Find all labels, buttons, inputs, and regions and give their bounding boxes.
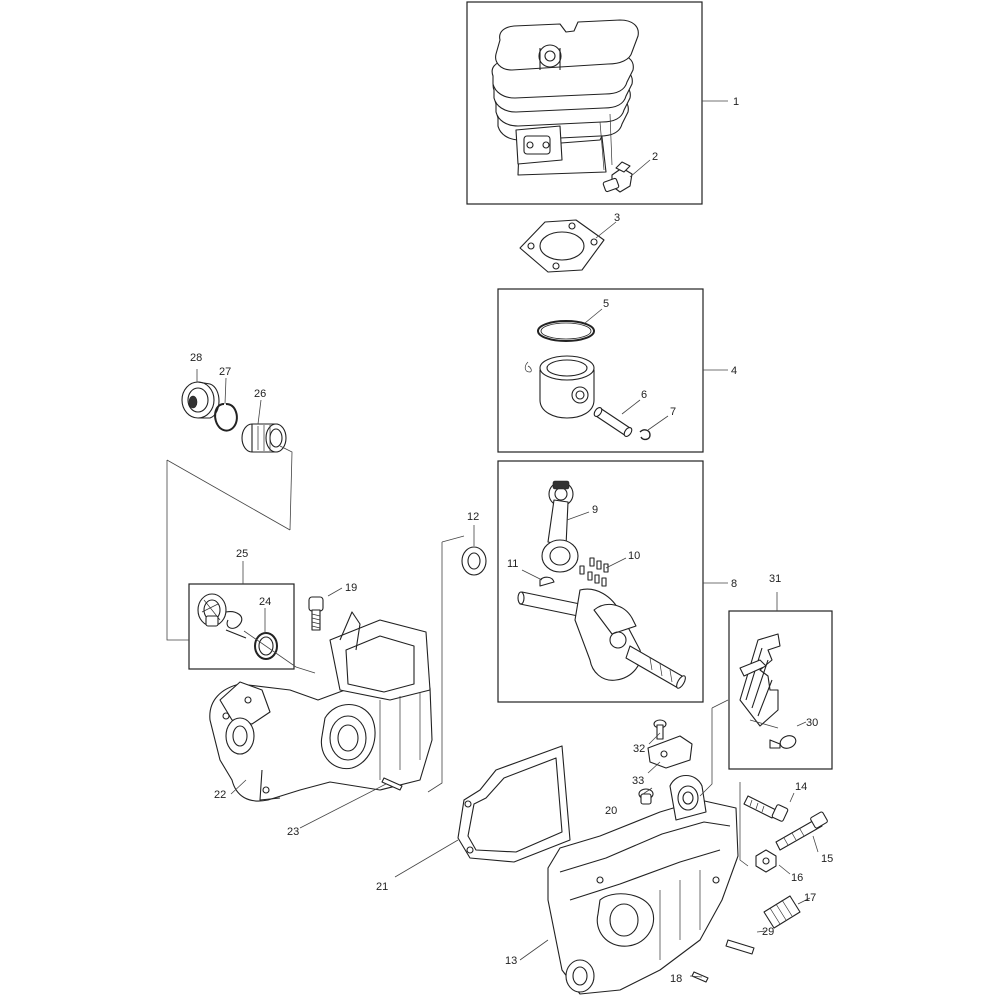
pin-29 bbox=[725, 939, 755, 955]
label-14: 14 bbox=[795, 781, 807, 793]
label-4: 4 bbox=[731, 365, 737, 377]
label-15: 15 bbox=[821, 853, 833, 865]
snap-ring bbox=[214, 403, 238, 432]
stud-17 bbox=[763, 895, 801, 929]
nut-16 bbox=[755, 849, 777, 873]
label-11: 11 bbox=[507, 558, 518, 570]
frame-piston-assembly bbox=[497, 288, 704, 453]
crankcase-right bbox=[547, 774, 749, 995]
label-24: 24 bbox=[259, 596, 271, 608]
oil-pump bbox=[197, 593, 247, 639]
label-2: 2 bbox=[652, 151, 658, 163]
screw-30 bbox=[769, 735, 797, 749]
label-32: 32 bbox=[633, 743, 645, 755]
cylinder bbox=[491, 19, 639, 176]
frame-crankshaft-assembly bbox=[497, 460, 704, 703]
stud-15 bbox=[775, 811, 828, 851]
piston-pin bbox=[593, 407, 633, 437]
label-8: 8 bbox=[731, 578, 737, 590]
crankcase-left bbox=[209, 611, 433, 802]
chain-guide bbox=[739, 633, 781, 727]
dowel-pin-23 bbox=[381, 777, 403, 791]
label-27: 27 bbox=[219, 366, 231, 378]
label-19: 19 bbox=[345, 582, 357, 594]
drum-bearing bbox=[241, 423, 287, 453]
label-21: 21 bbox=[376, 881, 388, 893]
o-ring bbox=[254, 632, 278, 660]
label-28: 28 bbox=[190, 352, 202, 364]
frame-oil-pump-assembly bbox=[188, 583, 295, 670]
woodruff-key bbox=[539, 576, 555, 587]
frame-chain-guide-assembly bbox=[728, 610, 833, 770]
label-23: 23 bbox=[287, 826, 299, 838]
label-3: 3 bbox=[614, 212, 620, 224]
part-number-labels: 1 2 3 4 5 6 7 8 9 10 11 12 13 14 15 16 1… bbox=[190, 96, 833, 985]
bracket-33 bbox=[647, 735, 693, 769]
label-5: 5 bbox=[603, 298, 609, 310]
label-10: 10 bbox=[628, 550, 640, 562]
crankcase-gasket bbox=[457, 745, 571, 863]
label-18: 18 bbox=[670, 973, 682, 985]
label-30: 30 bbox=[806, 717, 818, 729]
frame-cylinder-assembly bbox=[466, 1, 703, 205]
bolt-14 bbox=[743, 795, 789, 822]
label-26: 26 bbox=[254, 388, 266, 400]
screw-32 bbox=[653, 719, 667, 740]
label-13: 13 bbox=[505, 955, 517, 967]
label-1: 1 bbox=[733, 96, 739, 108]
label-9: 9 bbox=[592, 504, 598, 516]
label-22: 22 bbox=[214, 789, 226, 801]
label-7: 7 bbox=[670, 406, 676, 418]
piston bbox=[524, 355, 595, 419]
ball-bearing bbox=[181, 381, 220, 419]
label-33: 33 bbox=[632, 775, 644, 787]
label-12: 12 bbox=[467, 511, 479, 523]
connecting-rod bbox=[541, 480, 579, 573]
needle-bearing bbox=[579, 557, 609, 587]
label-29: 29 bbox=[762, 926, 774, 938]
cylinder-gasket bbox=[519, 219, 605, 273]
piston-pin-circlip bbox=[639, 429, 651, 441]
plug-20 bbox=[638, 788, 654, 805]
label-16: 16 bbox=[791, 872, 803, 884]
label-6: 6 bbox=[641, 389, 647, 401]
label-17: 17 bbox=[804, 892, 816, 904]
bolt-19 bbox=[308, 596, 324, 631]
label-31: 31 bbox=[769, 573, 781, 585]
label-20: 20 bbox=[605, 805, 617, 817]
oil-seal bbox=[461, 546, 487, 576]
label-25: 25 bbox=[236, 548, 248, 560]
decompression-valve bbox=[602, 161, 633, 193]
piston-ring bbox=[537, 320, 595, 342]
leader-lines bbox=[166, 100, 819, 978]
crankshaft bbox=[517, 588, 686, 689]
